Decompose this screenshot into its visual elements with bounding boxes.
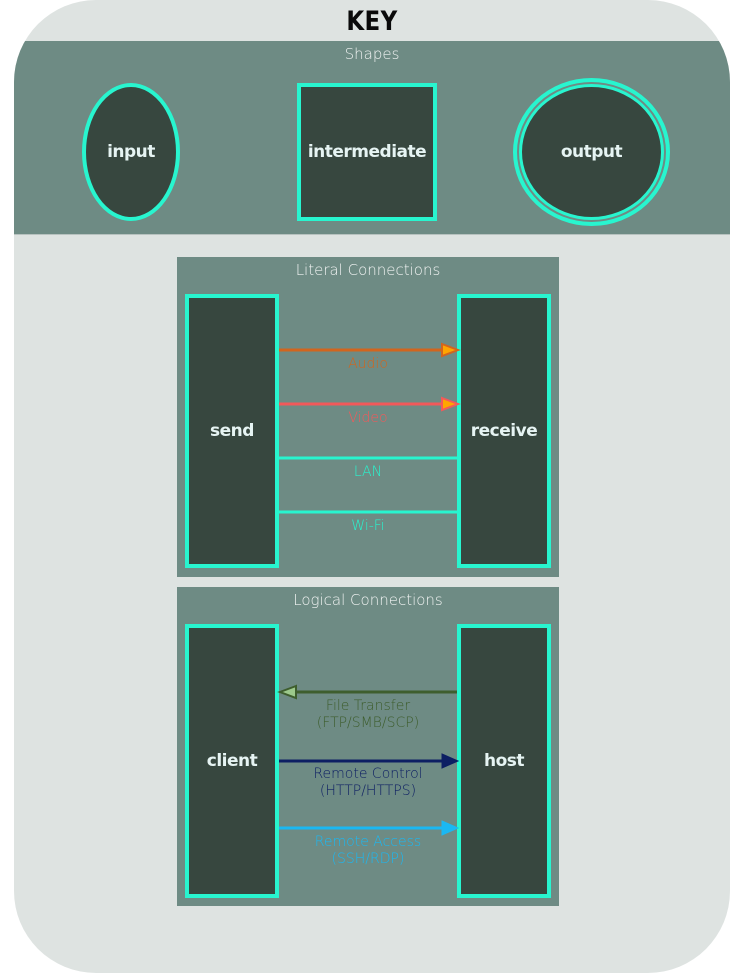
input-label: input: [107, 142, 155, 162]
host-label: host: [483, 751, 525, 771]
intermediate-shape: intermediate: [297, 83, 437, 221]
client-node: client: [185, 624, 279, 898]
audio-label: Audio: [348, 356, 388, 372]
file-transfer-label: File Transfer (FTP/SMB/SCP): [279, 698, 457, 732]
lan-label: LAN: [353, 464, 383, 480]
file-transfer-title: File Transfer: [325, 698, 411, 714]
output-label: output: [560, 142, 623, 162]
remote-control-label: Remote Control (HTTP/HTTPS): [279, 766, 457, 800]
remote-control-protocols: (HTTP/HTTPS): [319, 783, 417, 799]
key-title: KEY: [346, 6, 398, 37]
shapes-title: Shapes: [344, 45, 400, 63]
remote-access-title: Remote Access: [314, 834, 422, 850]
wifi-label: Wi-Fi: [351, 518, 385, 534]
send-label: send: [210, 421, 254, 441]
receive-node: receive: [457, 294, 551, 568]
client-label: client: [206, 751, 258, 771]
host-node: host: [457, 624, 551, 898]
literal-connections-title: Literal Connections: [295, 261, 441, 279]
intermediate-label: intermediate: [307, 142, 427, 162]
send-node: send: [185, 294, 279, 568]
remote-control-title: Remote Control: [313, 766, 423, 782]
remote-access-protocols: (SSH/RDP): [331, 851, 405, 867]
logical-connections-title: Logical Connections: [293, 591, 443, 609]
receive-label: receive: [470, 421, 538, 441]
output-shape: output: [513, 78, 670, 226]
remote-access-label: Remote Access (SSH/RDP): [279, 834, 457, 868]
video-label: Video: [348, 410, 388, 426]
input-shape: input: [82, 83, 180, 221]
file-transfer-protocols: (FTP/SMB/SCP): [316, 715, 420, 731]
output-inner-circle: output: [519, 84, 664, 220]
